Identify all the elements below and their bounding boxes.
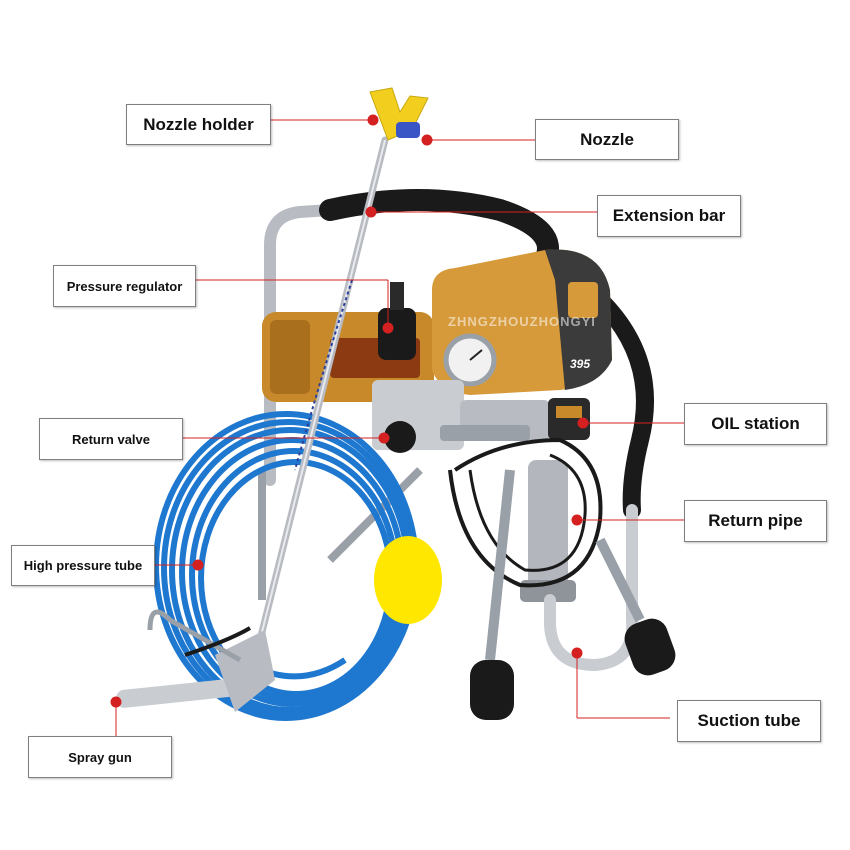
label-nozzle: Nozzle — [535, 119, 679, 160]
callout-leaders — [110, 114, 684, 736]
pump-cylinder — [528, 460, 568, 590]
label-return-pipe: Return pipe — [684, 500, 827, 542]
label-nozzle-holder: Nozzle holder — [126, 104, 271, 145]
label-return-valve: Return valve — [39, 418, 183, 460]
label-oil-station: OIL station — [684, 403, 827, 445]
nozzle-tip — [396, 122, 420, 138]
return-valve-knob — [384, 421, 416, 453]
motor-cap — [270, 320, 310, 394]
regulator-knob — [378, 308, 416, 360]
brand-watermark: ZHNGZHOUZHONGYI — [448, 314, 596, 329]
return-pipe-coil — [448, 437, 603, 588]
pump-logo-plate — [568, 282, 598, 318]
black-hose — [319, 189, 559, 271]
rubber-foot-right — [624, 618, 676, 676]
rubber-foot-front — [470, 660, 514, 720]
cart-leg-right — [595, 537, 645, 623]
model-badge: 395 — [570, 357, 591, 371]
spray-gun — [116, 609, 275, 712]
label-high-pressure-tube: High pressure tube — [11, 545, 155, 586]
label-extension-bar: Extension bar — [597, 195, 741, 237]
black-hose-right — [591, 291, 654, 519]
cart-leg-front — [485, 469, 515, 661]
label-suction-tube: Suction tube — [677, 700, 821, 742]
yellow-tag — [374, 536, 442, 624]
label-pressure-regulator: Pressure regulator — [53, 265, 196, 307]
handle-frame — [264, 204, 336, 486]
label-spray-gun: Spray gun — [28, 736, 172, 778]
